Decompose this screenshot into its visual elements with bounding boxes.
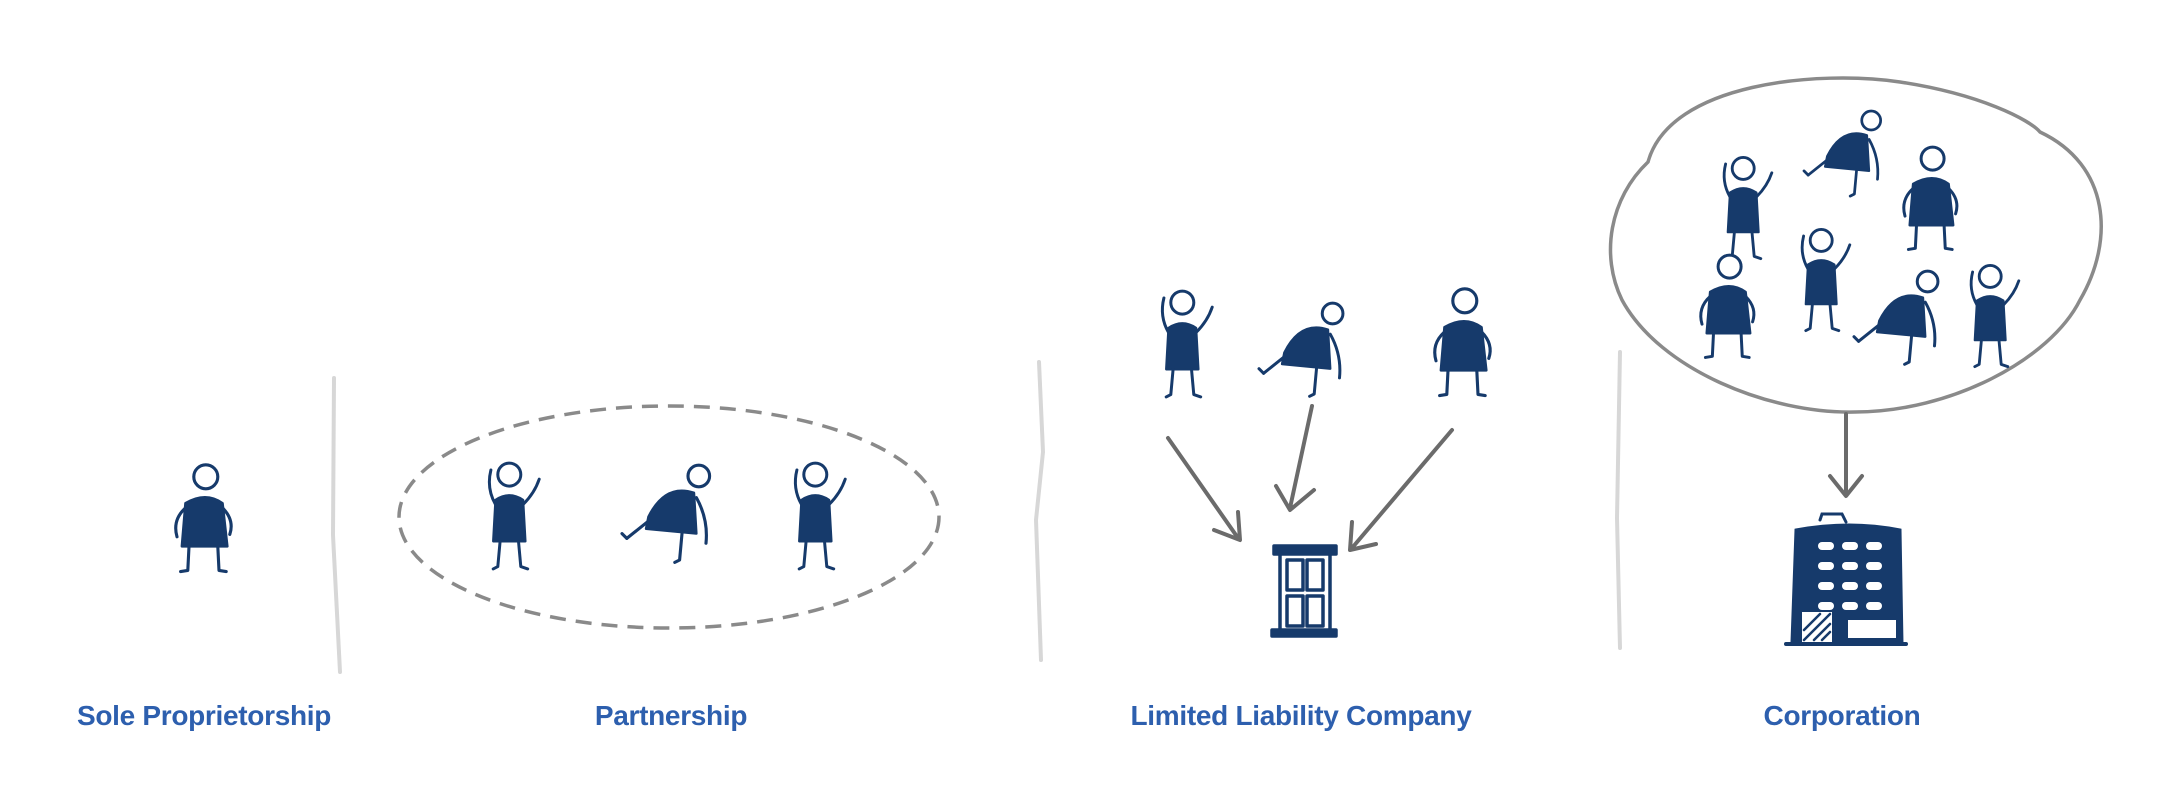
divider-1 [330, 376, 342, 674]
partner-figure-2 [620, 463, 712, 564]
shareholder-figure-5 [1800, 227, 1852, 333]
shareholder-figure-1 [1722, 155, 1774, 261]
partner-figure-3 [793, 461, 847, 571]
sole-proprietor-figure [174, 463, 233, 574]
llc-member-figure-1 [1160, 289, 1214, 399]
door-icon [1270, 544, 1338, 638]
label-corporation: Corporation [1763, 700, 1921, 731]
shareholder-figure-7 [1969, 263, 2021, 369]
shareholder-figure-4 [1699, 253, 1756, 359]
llc-member-figure-2 [1257, 301, 1345, 398]
partnership-dashed-boundary [397, 404, 941, 630]
llc-member-figure-3 [1433, 287, 1492, 398]
divider-2 [1033, 360, 1046, 662]
divider-3 [1614, 350, 1622, 650]
shareholder-figure-2 [1802, 109, 1883, 198]
shareholder-figure-3 [1902, 145, 1959, 251]
corporation-arrow [1828, 412, 1864, 498]
corporation-boundary [1608, 76, 2103, 414]
label-limited-liability-company: Limited Liability Company [1130, 700, 1472, 731]
label-sole-proprietorship: Sole Proprietorship [76, 700, 332, 731]
partner-figure-1 [487, 461, 541, 571]
shareholder-figure-6 [1852, 269, 1940, 366]
office-building-icon [1784, 512, 1908, 646]
label-partnership: Partnership [594, 700, 748, 731]
llc-arrows [1166, 404, 1454, 552]
